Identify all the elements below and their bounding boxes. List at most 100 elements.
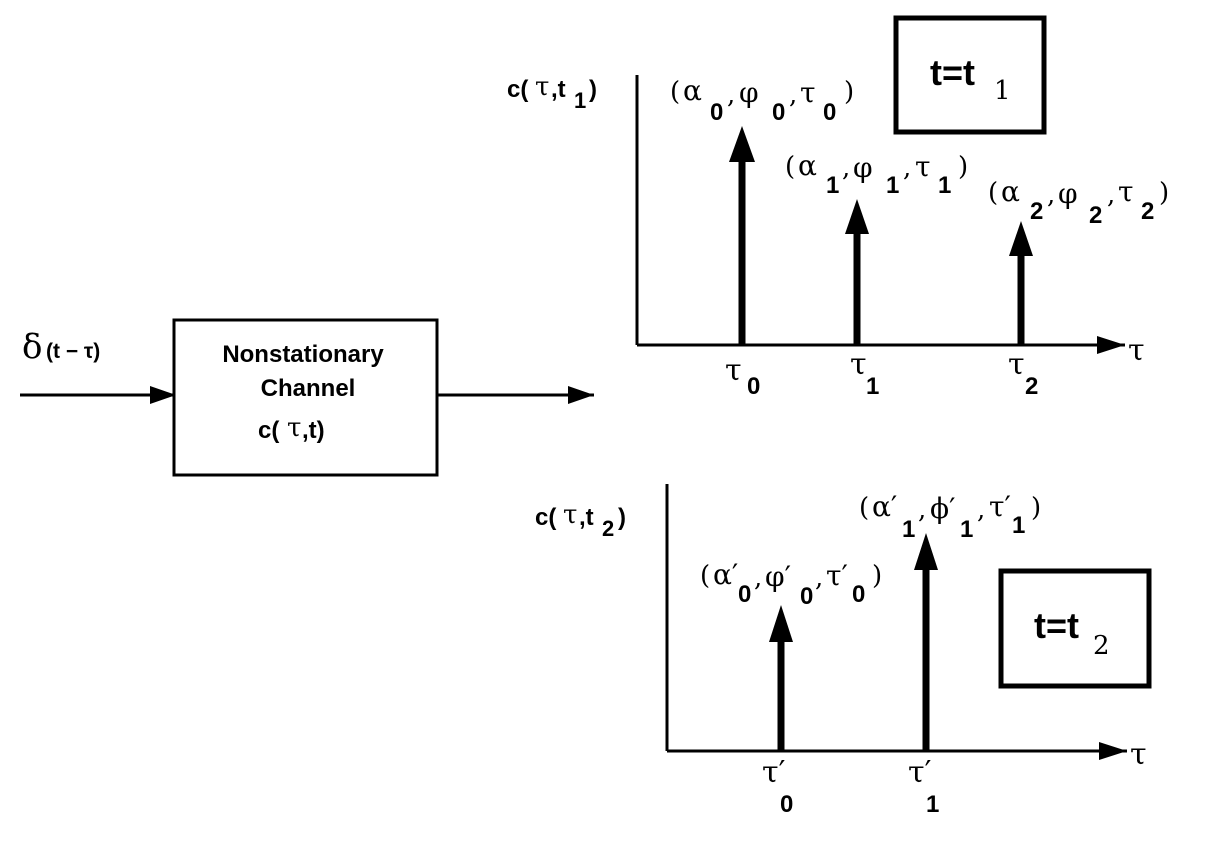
svg-text:α′: α′ xyxy=(713,558,738,591)
svg-text:τ′: τ′ xyxy=(762,755,786,790)
svg-text:τ: τ xyxy=(850,347,867,382)
plot-bottom-x-axis-arrow xyxy=(1099,742,1127,760)
svg-text:): ) xyxy=(618,504,626,531)
svg-text:(: ( xyxy=(700,561,710,591)
plot-bottom-y-label: c( τ ,t 2 ) xyxy=(535,500,626,541)
svg-text:1: 1 xyxy=(886,172,899,199)
svg-text:0: 0 xyxy=(852,581,865,608)
tick-tau1-prime: τ′ 1 xyxy=(908,755,939,818)
svg-text:,t: ,t xyxy=(579,504,594,531)
svg-text:α: α xyxy=(1001,175,1020,208)
plot-top: τ c( τ ,t 1 ) t=t 1 ( α 0 , φ 0 , τ 0 xyxy=(507,15,1169,400)
svg-text:0: 0 xyxy=(747,373,760,400)
impulse-tau1-prime-params: ( α′ 1 , ϕ′ 1 , τ′ 1 ) xyxy=(859,490,1041,543)
svg-text:,: , xyxy=(754,563,762,593)
svg-text:φ′: φ′ xyxy=(765,560,791,593)
svg-text:τ′: τ′ xyxy=(989,490,1011,523)
svg-text:ϕ′: ϕ′ xyxy=(930,492,955,525)
svg-text:,t): ,t) xyxy=(302,417,325,444)
svg-text:α: α xyxy=(683,74,702,107)
channel-title-line1: Nonstationary xyxy=(222,341,384,368)
svg-text:φ: φ xyxy=(853,151,873,184)
svg-text:,: , xyxy=(1107,180,1115,210)
svg-text:): ) xyxy=(844,77,854,107)
svg-text:(: ( xyxy=(859,493,869,523)
svg-text:(: ( xyxy=(785,152,795,182)
svg-text:1: 1 xyxy=(866,373,879,400)
plot-bottom-axis-label: τ xyxy=(1130,737,1147,772)
time-box-t2 xyxy=(998,568,1152,689)
svg-text:α′: α′ xyxy=(872,490,897,523)
svg-text:,: , xyxy=(727,80,735,110)
svg-text:,: , xyxy=(903,153,911,183)
svg-text:τ′: τ′ xyxy=(826,559,848,592)
impulse-tau0-params: ( α 0 , φ 0 , τ 0 ) xyxy=(670,74,854,126)
impulse-tau2-params: ( α 2 , φ 2 , τ 2 ) xyxy=(988,175,1169,229)
time-box-t1-label: t=t 1 xyxy=(930,52,1011,106)
svg-text:0: 0 xyxy=(772,99,785,126)
svg-text:τ: τ xyxy=(800,76,816,109)
svg-text:2: 2 xyxy=(602,516,614,541)
svg-text:,: , xyxy=(815,563,823,593)
channel-box xyxy=(172,318,439,477)
channel-function-label: c( τ ,t) xyxy=(258,413,325,444)
channel-title-line2: Channel xyxy=(261,375,356,402)
svg-text:,: , xyxy=(918,495,926,525)
svg-text:t=t: t=t xyxy=(1034,605,1079,646)
plot-top-axis-label: τ xyxy=(1128,333,1145,368)
svg-text:1: 1 xyxy=(938,172,951,199)
svg-text:1: 1 xyxy=(960,516,973,543)
svg-text:1: 1 xyxy=(994,76,1011,106)
svg-text:τ′: τ′ xyxy=(908,755,932,790)
plot-top-y-label: c( τ ,t 1 ) xyxy=(507,72,597,113)
svg-text:δ: δ xyxy=(22,327,42,367)
impulse-tau1-prime xyxy=(914,533,938,751)
impulse-tau1-params: ( α 1 , φ 1 , τ 1 ) xyxy=(785,149,968,199)
input-arrow-head xyxy=(150,386,176,404)
svg-text:0: 0 xyxy=(710,99,723,126)
svg-text:,t: ,t xyxy=(551,76,566,103)
svg-text:τ: τ xyxy=(535,72,549,102)
svg-text:τ: τ xyxy=(287,413,301,443)
time-box-t1 xyxy=(893,15,1047,135)
svg-text:): ) xyxy=(872,561,882,591)
svg-text:τ: τ xyxy=(563,500,577,530)
svg-text:1: 1 xyxy=(1012,512,1025,539)
svg-text:0: 0 xyxy=(823,99,836,126)
svg-text:): ) xyxy=(958,152,968,182)
svg-text:τ: τ xyxy=(1118,175,1134,208)
svg-text:t=t: t=t xyxy=(930,52,975,93)
tick-tau1: τ 1 xyxy=(850,347,879,400)
svg-text:(: ( xyxy=(988,178,998,208)
svg-text:τ: τ xyxy=(725,353,742,388)
svg-text:2: 2 xyxy=(1030,198,1043,225)
svg-text:2: 2 xyxy=(1093,631,1110,661)
input-label: δ (t − τ) xyxy=(22,327,100,367)
svg-text:1: 1 xyxy=(926,791,939,818)
svg-text:c(: c( xyxy=(258,417,279,444)
impulse-tau1 xyxy=(845,199,869,345)
svg-text:0: 0 xyxy=(780,791,793,818)
svg-text:τ: τ xyxy=(915,150,931,183)
output-arrow-head xyxy=(568,386,594,404)
time-box-t2-label: t=t 2 xyxy=(1034,605,1110,661)
svg-text:c(: c( xyxy=(507,76,528,103)
svg-text:φ: φ xyxy=(1058,177,1078,210)
tick-tau0-prime: τ′ 0 xyxy=(762,755,793,818)
tick-tau2: τ 2 xyxy=(1008,347,1038,400)
svg-text:2: 2 xyxy=(1025,373,1038,400)
svg-text:2: 2 xyxy=(1089,202,1102,229)
impulse-tau2 xyxy=(1009,221,1033,345)
svg-text:,: , xyxy=(977,495,985,525)
svg-text:): ) xyxy=(1159,178,1169,208)
impulse-tau0-prime-params: ( α′ 0 , φ′ 0 , τ′ 0 ) xyxy=(700,558,882,610)
svg-text:τ: τ xyxy=(1008,347,1025,382)
svg-text:1: 1 xyxy=(574,88,586,113)
impulse-tau0 xyxy=(729,126,755,345)
svg-text:,: , xyxy=(1047,180,1055,210)
svg-text:(: ( xyxy=(670,77,680,107)
svg-text:0: 0 xyxy=(800,583,813,610)
plot-top-x-axis-arrow xyxy=(1097,336,1125,354)
svg-text:φ: φ xyxy=(739,76,759,109)
